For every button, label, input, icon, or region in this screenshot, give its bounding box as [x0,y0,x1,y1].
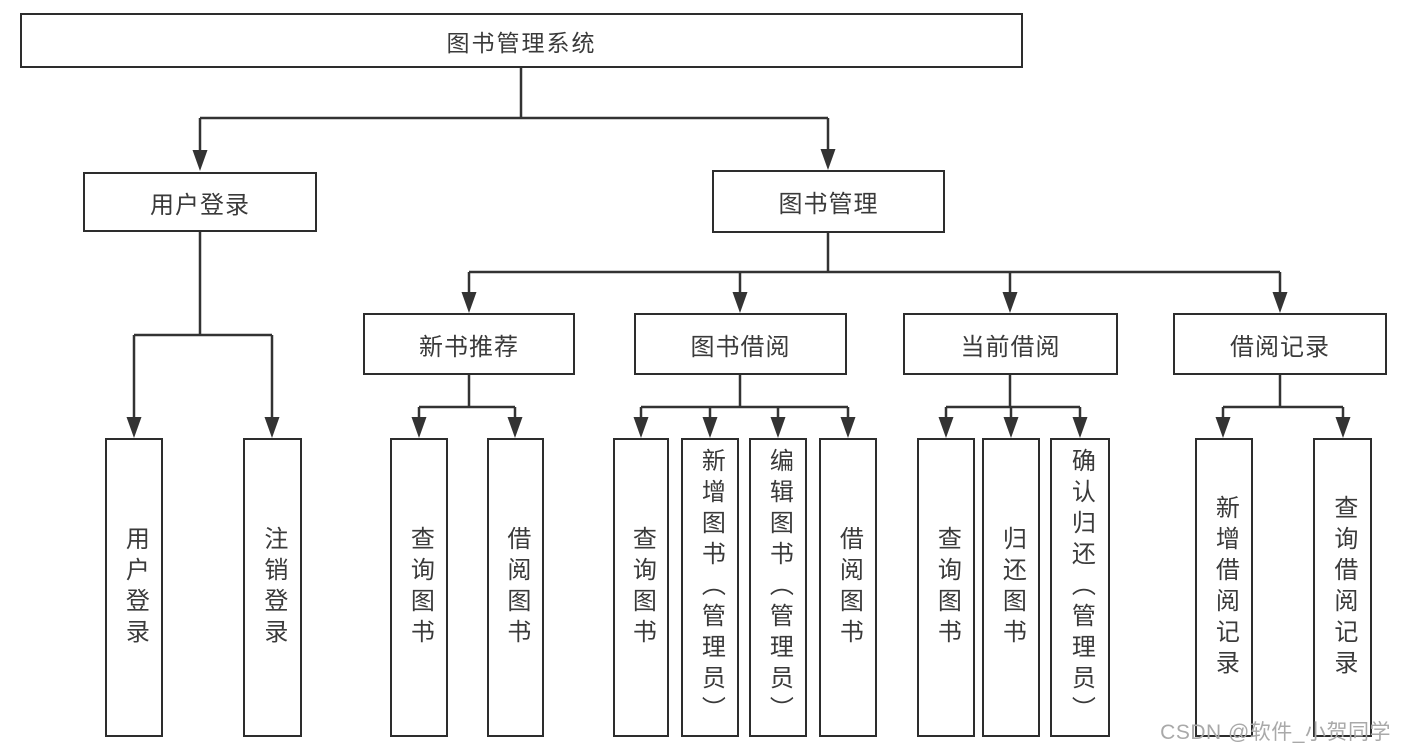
leaf-query-book-borrowing: 查询图书 [613,438,669,737]
connector-bookmgmt-to-level3 [461,233,1288,313]
connector-bookborrow-to-leaves [633,375,856,438]
node-root-label: 图书管理系统 [446,29,597,56]
leaf-borrow-book: 借阅图书 [819,438,877,737]
node-new-book-recommend: 新书推荐 [363,313,575,375]
leaf-logout: 注销登录 [243,438,302,737]
node-book-borrowing: 图书借阅 [634,313,847,375]
connector-userlogin-to-leaves [126,232,280,438]
leaf-edit-book-admin: 编辑图书（管理员） [749,438,807,737]
node-current-borrowing: 当前借阅 [903,313,1118,375]
leaf-query-borrow-record-label: 查询借阅记录 [1329,494,1357,681]
node-user-login: 用户登录 [83,172,317,232]
leaf-add-borrow-record-label: 新增借阅记录 [1211,494,1239,681]
node-root: 图书管理系统 [20,13,1023,68]
leaf-query-book-current-label: 查询图书 [933,525,961,650]
node-borrowing-records: 借阅记录 [1173,313,1387,375]
connector-currentborrow-to-leaves [938,375,1088,438]
leaf-confirm-return-admin-label: 确认归还（管理员） [1067,448,1095,727]
leaf-user-login-label: 用户登录 [121,525,149,650]
leaf-return-book-label: 归还图书 [998,525,1026,650]
node-user-login-label: 用户登录 [150,191,250,219]
leaf-borrow-book-recommend: 借阅图书 [487,438,544,737]
leaf-borrow-book-recommend-label: 借阅图书 [502,525,530,650]
leaf-add-borrow-record: 新增借阅记录 [1195,438,1253,737]
node-new-book-recommend-label: 新书推荐 [419,333,519,361]
leaf-borrow-book-label: 借阅图书 [835,525,863,650]
node-borrowing-records-label: 借阅记录 [1230,333,1330,361]
leaf-return-book: 归还图书 [982,438,1040,737]
leaf-query-book-recommend-label: 查询图书 [406,525,434,650]
node-book-borrowing-label: 图书借阅 [690,333,791,361]
node-book-management: 图书管理 [712,170,945,233]
leaf-query-book-current: 查询图书 [917,438,975,737]
leaf-logout-label: 注销登录 [259,525,287,650]
node-current-borrowing-label: 当前借阅 [960,333,1061,361]
connector-borrowrecord-to-leaves [1215,375,1351,438]
leaf-add-book-admin: 新增图书（管理员） [681,438,739,737]
node-book-management-label: 图书管理 [778,191,879,218]
connector-newbookrec-to-leaves [411,375,523,438]
leaf-edit-book-admin-label: 编辑图书（管理员） [765,448,793,727]
leaf-query-borrow-record: 查询借阅记录 [1313,438,1372,737]
leaf-add-book-admin-label: 新增图书（管理员） [697,448,725,727]
leaf-user-login: 用户登录 [105,438,163,737]
leaf-confirm-return-admin: 确认归还（管理员） [1050,438,1110,737]
connector-root-to-level2 [192,68,836,171]
leaf-query-book-borrowing-label: 查询图书 [628,525,656,650]
leaf-query-book-recommend: 查询图书 [390,438,448,737]
